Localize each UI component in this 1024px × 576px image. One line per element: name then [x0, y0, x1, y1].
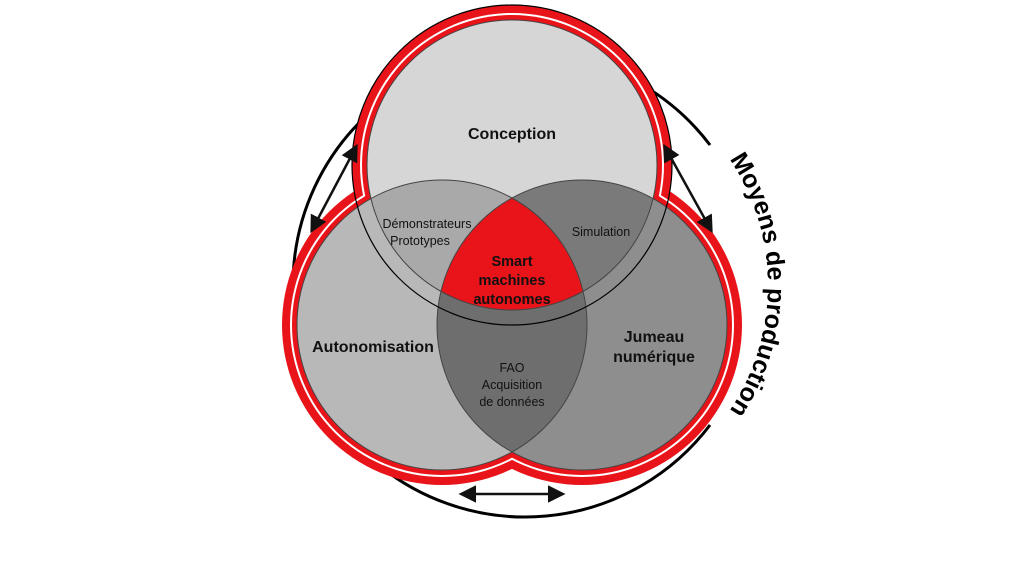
label-acquisition: Acquisition	[482, 378, 542, 392]
label-demonstrateurs: Démonstrateurs	[383, 217, 472, 231]
label-prototypes: Prototypes	[390, 234, 450, 248]
label-fao: FAO	[499, 361, 524, 375]
label-de-donnees: de données	[479, 395, 544, 409]
label-jumeau-line1: Jumeau	[624, 329, 684, 346]
overlap-center	[437, 180, 587, 310]
label-jumeau-line2: numérique	[613, 349, 695, 366]
label-simulation: Simulation	[572, 225, 630, 239]
label-center-smart: Smart	[491, 254, 532, 270]
label-conception: Conception	[468, 126, 556, 143]
circle-outlines	[296, 19, 728, 471]
label-center-machines: machines	[479, 273, 546, 289]
arrow-left-icon	[310, 143, 358, 234]
arrow-right-icon	[663, 143, 713, 234]
label-autonomisation: Autonomisation	[312, 339, 434, 356]
label-center-autonomes: autonomes	[473, 292, 550, 308]
